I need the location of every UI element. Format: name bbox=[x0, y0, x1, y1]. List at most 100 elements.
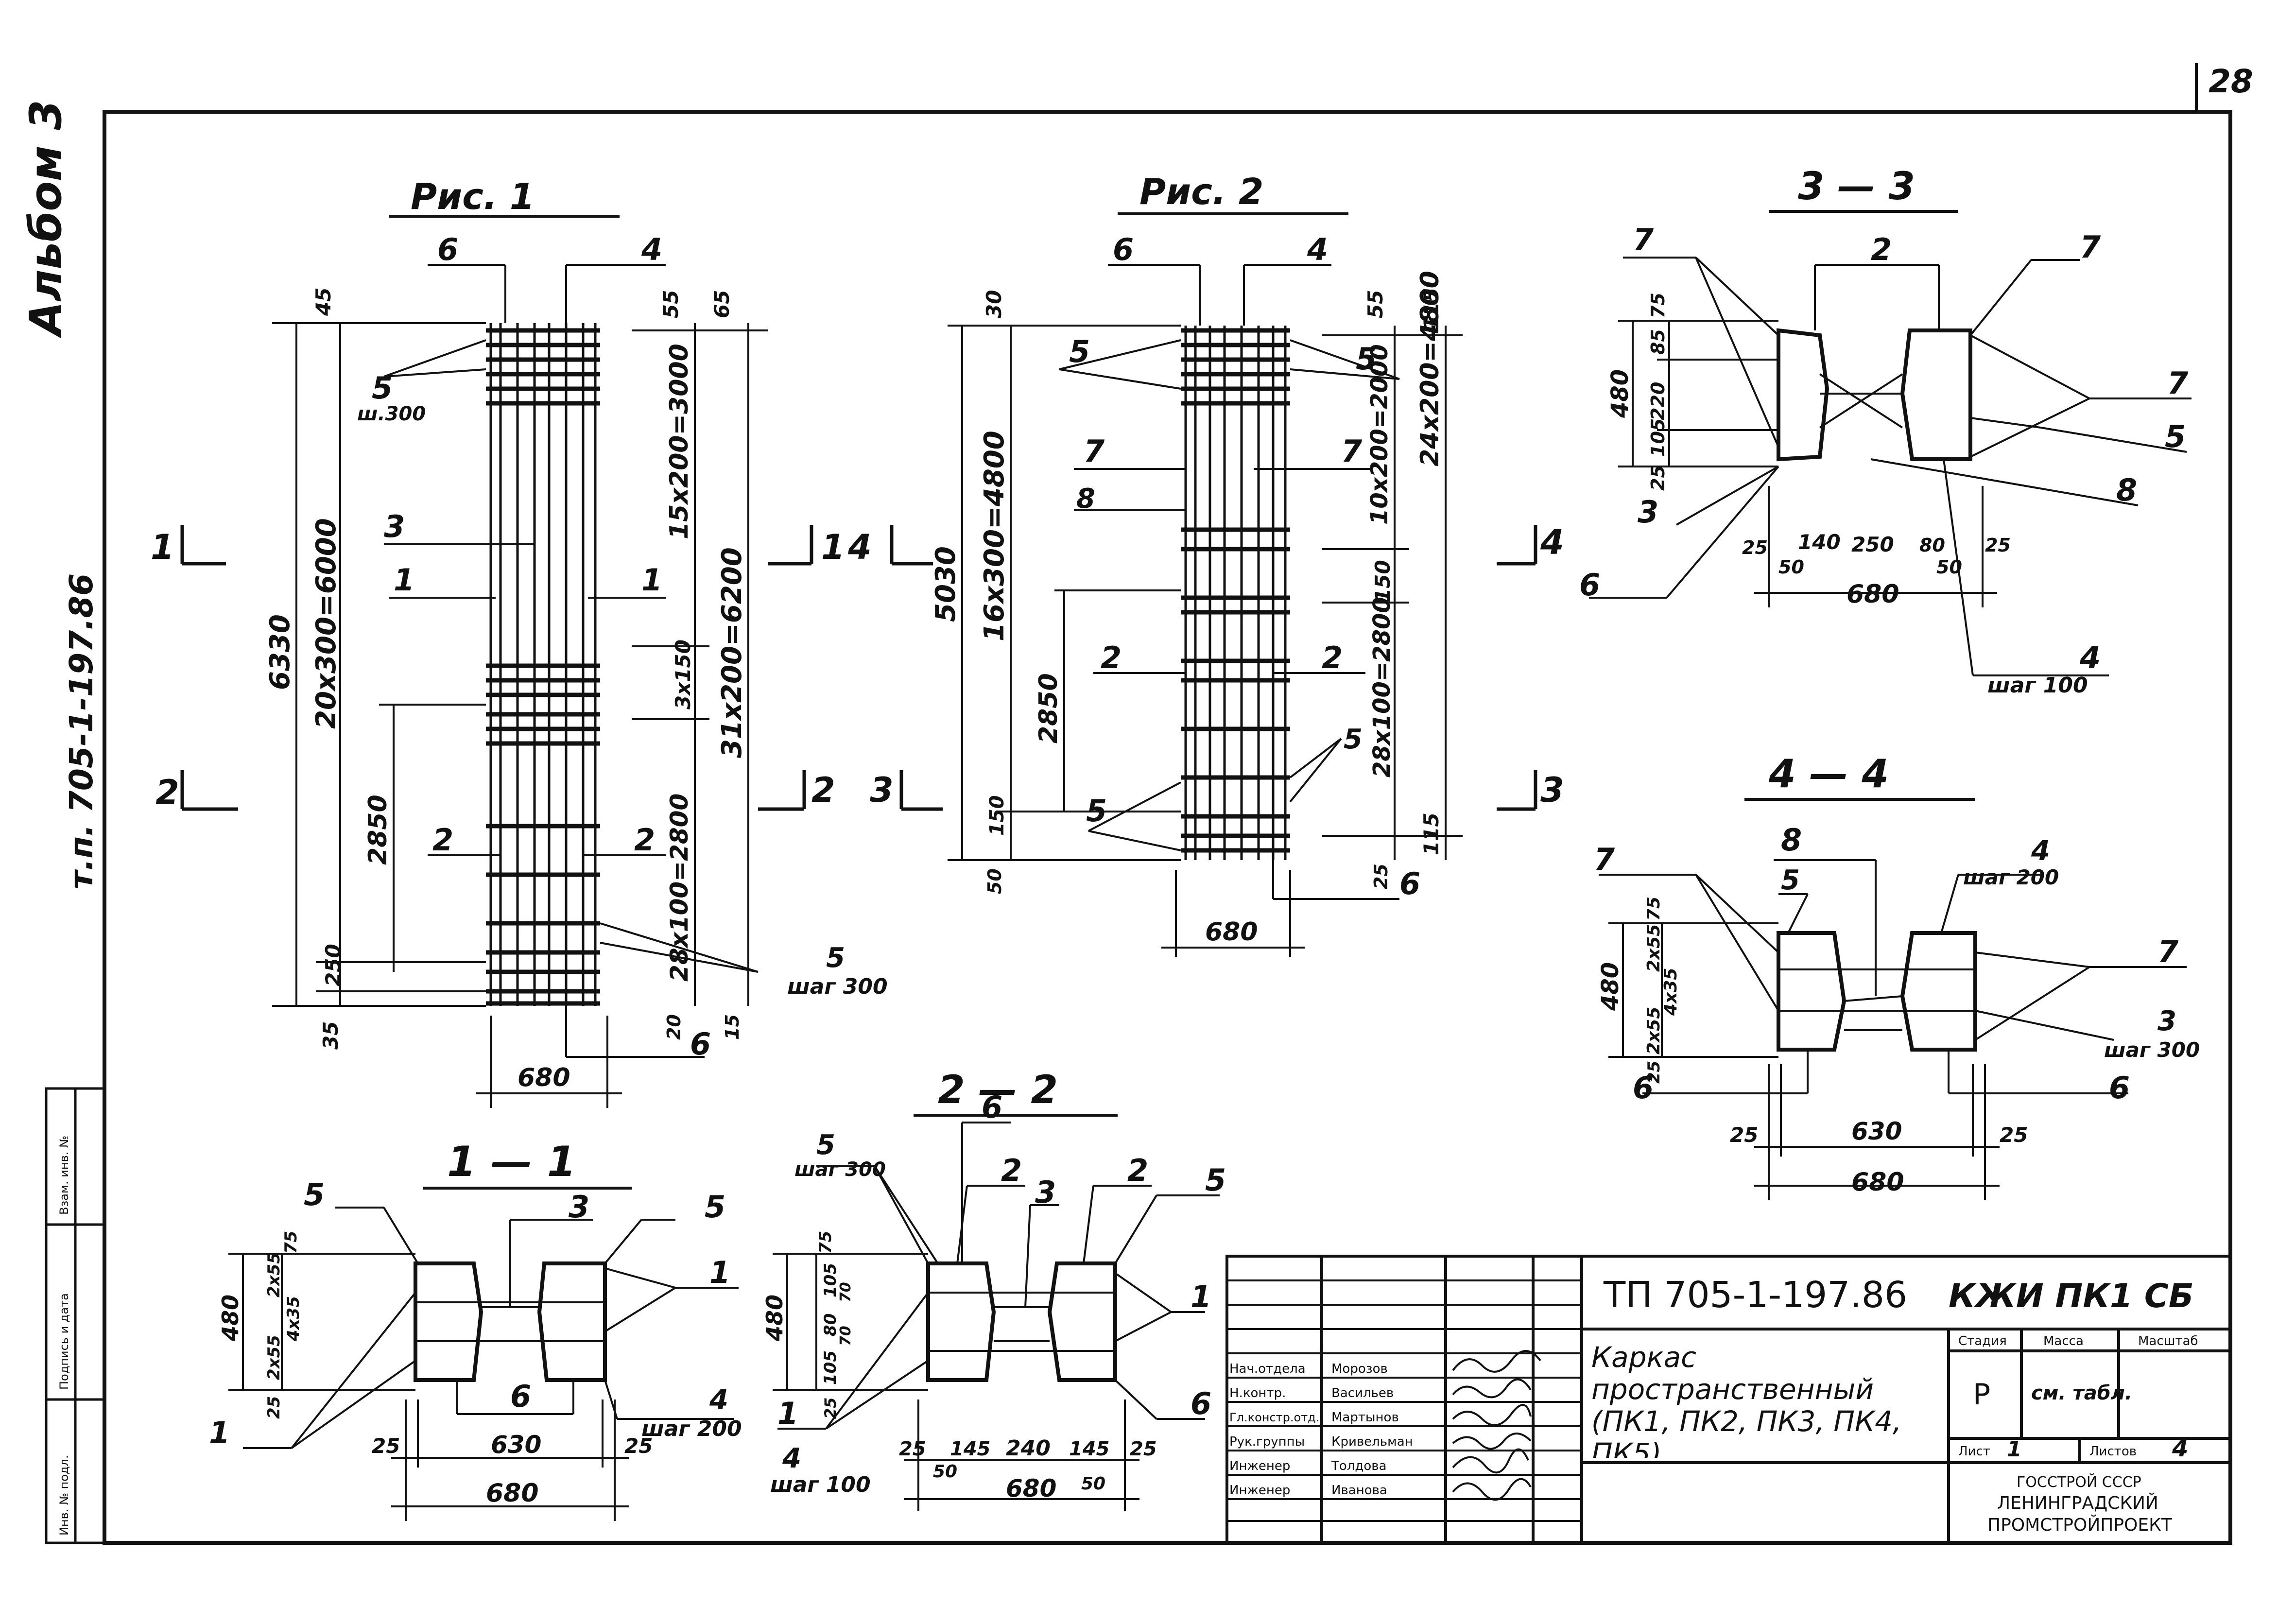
sec22-callout-1-right: 1 bbox=[1191, 1279, 1211, 1314]
fig1-callout-5-bottom: 5 bbox=[826, 942, 845, 974]
sec33-dim-h-680: 680 bbox=[1847, 580, 1899, 609]
sec33-dim-h-50-right: 50 bbox=[1936, 556, 1962, 578]
sec44-title: 4 — 4 bbox=[1768, 751, 1889, 796]
sec22-dim-h-240: 240 bbox=[1006, 1436, 1051, 1461]
fig2-dim-28x100: 28х100=2800 bbox=[1368, 597, 1396, 777]
sec44-dim-h-680: 680 bbox=[1851, 1168, 1904, 1197]
fig2-section-mark-4-right: 4 bbox=[1540, 522, 1564, 562]
fig2-dim-50: 50 bbox=[984, 868, 1005, 894]
sec33-callout-8: 8 bbox=[2116, 472, 2137, 508]
sec22-dim-h-145-right: 145 bbox=[1069, 1438, 1110, 1460]
sec44-dim-h-25-right: 25 bbox=[2000, 1123, 2028, 1147]
fig1-dim-55: 55 bbox=[659, 290, 683, 318]
sec44-dim-v-2x55-top: 2х55 bbox=[1644, 924, 1664, 972]
sec22-dim-v-80: 80 bbox=[821, 1313, 840, 1336]
fig1-callout-2-left: 2 bbox=[432, 822, 453, 858]
sec22-callout-4: 4 bbox=[782, 1443, 801, 1474]
sec33-dim-h-140: 140 bbox=[1798, 530, 1841, 554]
fig2-dim-115-bottom: 115 bbox=[1419, 812, 1443, 855]
title-code: ТП 705-1-197.86 bbox=[1603, 1274, 1907, 1316]
stage-value: Р bbox=[1973, 1378, 1990, 1412]
fig2-callout-5-mid-right: 5 bbox=[1344, 724, 1363, 755]
fig1: Рис. 1 bbox=[151, 176, 888, 1108]
fig1-dim-31x200: 31х200=6200 bbox=[716, 547, 748, 758]
sec11-callout-5-right: 5 bbox=[705, 1189, 725, 1225]
sec11-dim-v-2x55-top: 2х55 bbox=[264, 1252, 284, 1297]
sec11-dim-h-25-left: 25 bbox=[372, 1434, 400, 1458]
sec44-dim-v-75: 75 bbox=[1644, 897, 1664, 921]
sec44-callout-8: 8 bbox=[1781, 822, 1802, 858]
fig1-dim-3x150: 3х150 bbox=[671, 639, 695, 709]
staff-name-2: Васильев bbox=[1331, 1386, 1394, 1400]
staff-name-6: Иванова bbox=[1331, 1483, 1387, 1498]
sec33-callout-4: 4 bbox=[2079, 640, 2101, 675]
sec33-dim-h-25-left: 25 bbox=[1742, 537, 1768, 558]
sec33-dim-h-80: 80 bbox=[1919, 535, 1945, 556]
sec44-callout-3: 3 bbox=[2157, 1005, 2176, 1037]
fig1-callout-6-bottom: 6 bbox=[690, 1026, 711, 1062]
fig1-dim-2850: 2850 bbox=[363, 795, 393, 865]
fig1-dim-20: 20 bbox=[663, 1014, 685, 1040]
sheets-label: Листов bbox=[2089, 1444, 2137, 1459]
fig1-dim-15: 15 bbox=[722, 1014, 743, 1040]
section-3-3: 3 — 3 7 2 7 7 5 8 3 6 4 шаг 1 bbox=[1579, 165, 2192, 698]
sec33-callout-7-top-right: 7 bbox=[2080, 229, 2101, 265]
mass-value: см. табл. bbox=[2031, 1382, 2132, 1404]
sec11-dim-v-480: 480 bbox=[217, 1295, 243, 1342]
fig1-section-mark-2-left: 2 bbox=[155, 773, 179, 812]
section-2-2: 2 — 2 5 шаг 300 6 2 3 2 5 1 1 bbox=[761, 1067, 1226, 1511]
fig2-callout-2-left: 2 bbox=[1101, 640, 1122, 675]
sec44-callout-6-right: 6 bbox=[2109, 1070, 2130, 1106]
sec22-dim-v-105-top: 105 bbox=[821, 1263, 840, 1297]
sec11-title: 1 — 1 bbox=[447, 1138, 576, 1186]
fig2-section-mark-3-left: 3 bbox=[870, 770, 894, 810]
fig1-section-mark-2-right: 2 bbox=[811, 770, 835, 810]
fig2-callout-6-bottom: 6 bbox=[1399, 866, 1420, 901]
staff-role-1: Нач.отдела bbox=[1229, 1362, 1306, 1376]
section-4-4: 4 — 4 8 5 7 4 шаг 200 7 3 шаг 300 6 bbox=[1594, 751, 2200, 1200]
sec11-dim-h-680: 680 bbox=[486, 1479, 539, 1508]
sec44-dim-v-25: 25 bbox=[1644, 1061, 1664, 1084]
staff-name-4: Кривельман bbox=[1331, 1434, 1413, 1449]
sec22-spacing-bottom: шаг 100 bbox=[770, 1472, 871, 1497]
sec22-callout-3: 3 bbox=[1035, 1175, 1056, 1210]
sec33-callout-7-top-left: 7 bbox=[1633, 222, 1654, 258]
fig1-dim-28x100: 28х100=2800 bbox=[665, 794, 693, 982]
sec11-callout-1-left: 1 bbox=[209, 1415, 230, 1451]
staff-role-3: Гл.констр.отд. bbox=[1229, 1411, 1319, 1424]
fig1-dim-20x300: 20х300=6000 bbox=[311, 518, 342, 729]
fig1-callout-5-top: 5 bbox=[372, 370, 393, 406]
section-1-1: 1 — 1 5 3 5 1 1 6 4 шаг 200 bbox=[209, 1138, 742, 1521]
sheet-value: 1 bbox=[2007, 1437, 2022, 1462]
fig2-dim-25: 25 bbox=[1370, 864, 1392, 889]
sec11-dim-h-630: 630 bbox=[491, 1431, 541, 1459]
fig1-dim-35: 35 bbox=[319, 1021, 343, 1050]
fig2-section-mark-3-right: 3 bbox=[1540, 770, 1564, 810]
fig2-callout-2-right: 2 bbox=[1322, 640, 1343, 675]
fig2-dim-30: 30 bbox=[982, 290, 1006, 318]
sec11-callout-1-right: 1 bbox=[709, 1255, 730, 1290]
sec33-dim-v-220: 220 bbox=[1647, 382, 1669, 420]
fig2-dim-55: 55 bbox=[1363, 290, 1387, 318]
fig2-cage bbox=[1184, 326, 1287, 860]
sec44-callout-7-left: 7 bbox=[1594, 842, 1615, 877]
mass-label: Масса bbox=[2043, 1334, 2084, 1348]
sec11-dim-h-25-right: 25 bbox=[624, 1434, 653, 1458]
sec22-dim-v-70-bottom: 70 bbox=[837, 1326, 854, 1346]
sec22-dim-h-25-right: 25 bbox=[1130, 1438, 1157, 1460]
sec33-dim-v-25: 25 bbox=[1647, 465, 1669, 491]
sec44-callout-4: 4 bbox=[2031, 835, 2050, 867]
fig2-dim-24x200: 24х200=4800 bbox=[1415, 271, 1445, 466]
fig1-spacing-bottom: шаг 300 bbox=[787, 974, 888, 999]
title-name: Каркас пространственный (ПК1, ПК2, ПК3, … bbox=[1591, 1341, 1902, 1458]
fig1-dim-65: 65 bbox=[710, 290, 734, 318]
sec11-callout-3: 3 bbox=[569, 1189, 589, 1225]
fig1-title: Рис. 1 bbox=[411, 176, 535, 218]
fig2-callout-5-top-right: 5 bbox=[1356, 341, 1377, 377]
stamp-label-sign: Подпись и дата bbox=[57, 1293, 71, 1390]
fig2-callout-7-left: 7 bbox=[1084, 433, 1105, 469]
fig2-callout-5-top-left: 5 bbox=[1069, 334, 1090, 369]
sec11-callout-5-left: 5 bbox=[304, 1177, 325, 1212]
staff-name-5: Толдова bbox=[1331, 1459, 1387, 1473]
